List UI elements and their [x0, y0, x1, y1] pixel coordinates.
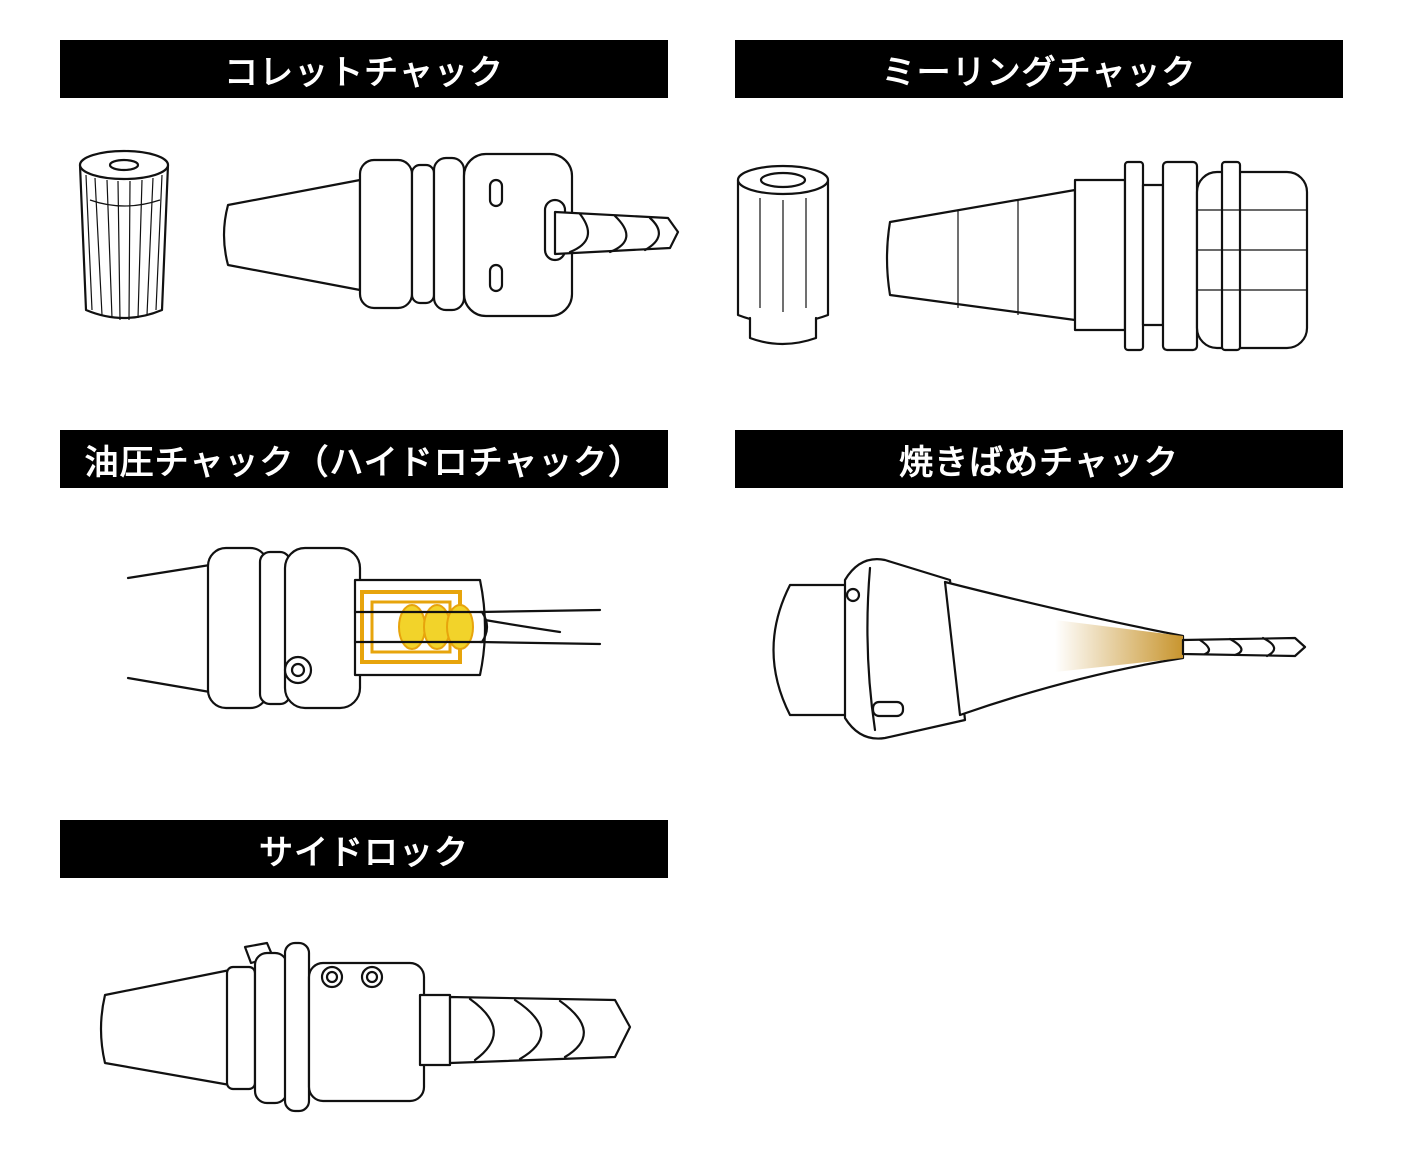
header-title: 焼きばめチャック	[899, 442, 1179, 483]
milling-chuck-holder-icon	[885, 160, 1309, 352]
straight-collet-icon	[736, 164, 830, 346]
shrink-fit-holder-icon	[772, 558, 1185, 740]
side-lock-holder-icon	[99, 941, 426, 1113]
header-title: 油圧チャック（ハイドロチャック）	[84, 442, 644, 483]
hydraulic-oil-chamber-icon	[360, 590, 474, 664]
drill-icon	[1181, 636, 1307, 658]
drill-endmill-icon	[418, 993, 632, 1067]
collet-chuck-illustration	[50, 140, 690, 340]
tool-shank-icon	[353, 608, 602, 646]
hydraulic-chuck-illustration	[120, 540, 620, 720]
header-title: ミーリングチャック	[881, 52, 1197, 93]
header-shrink-fit-chuck: 焼きばめチャック	[735, 430, 1343, 488]
header-milling-chuck: ミーリングチャック	[735, 40, 1343, 98]
shrink-fit-chuck-illustration	[755, 550, 1315, 750]
header-hydraulic-chuck: 油圧チャック（ハイドロチャック）	[60, 430, 668, 488]
header-side-lock: サイドロック	[60, 820, 668, 878]
milling-chuck-illustration	[730, 150, 1350, 370]
side-lock-illustration	[95, 935, 645, 1120]
header-collet-chuck: コレットチャック	[60, 40, 668, 98]
endmill-icon	[553, 210, 680, 256]
header-title: コレットチャック	[224, 52, 504, 93]
collet-chuck-holder-icon	[222, 152, 574, 318]
header-title: サイドロック	[259, 832, 469, 873]
collet-icon	[78, 149, 170, 321]
